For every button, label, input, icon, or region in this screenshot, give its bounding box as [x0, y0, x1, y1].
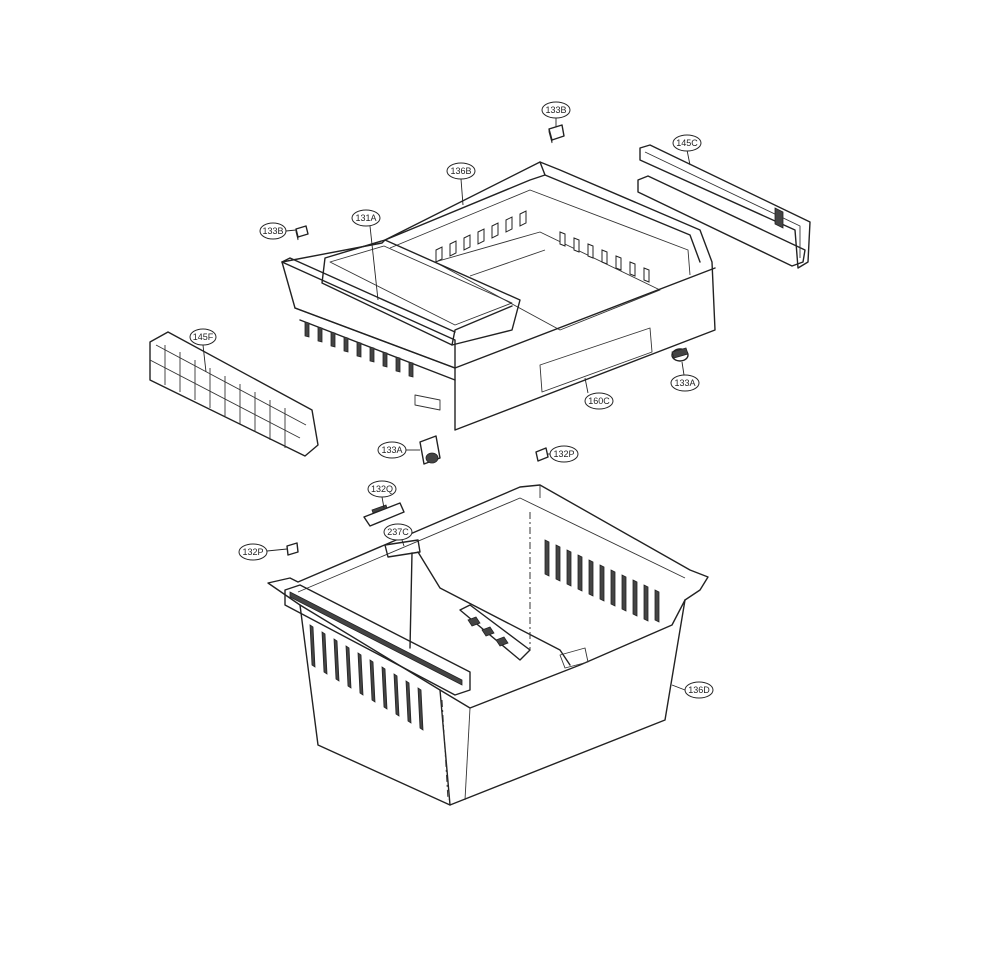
stopper-right [535, 447, 549, 462]
svg-text:133A: 133A [674, 378, 695, 388]
callout-133a-left: 133A [377, 441, 420, 459]
svg-text:136B: 136B [450, 166, 471, 176]
callout-237c: 237C [383, 523, 413, 547]
svg-text:131A: 131A [355, 213, 376, 223]
callout-131a: 131A [351, 209, 381, 301]
svg-text:132Q: 132Q [371, 484, 393, 494]
callout-133b-left: 133B [259, 222, 297, 240]
roller-left [419, 435, 441, 465]
small-bin [281, 239, 521, 369]
clip-top [548, 124, 565, 144]
divider [384, 539, 571, 666]
callout-132p-left: 132P [238, 543, 288, 561]
rail-left-ribs [164, 345, 286, 448]
svg-text:145F: 145F [193, 332, 214, 342]
svg-text:237C: 237C [387, 527, 409, 537]
callout-145f: 145F [189, 328, 217, 373]
guide [363, 502, 405, 527]
callout-133b-top: 133B [541, 101, 571, 127]
callout-136d: 136D [671, 681, 714, 699]
rail-left [149, 331, 319, 457]
callout-136b: 136B [446, 162, 476, 206]
lower-basket-front-slots [309, 624, 424, 731]
roller-right [671, 347, 689, 362]
svg-text:133A: 133A [381, 445, 402, 455]
svg-text:145C: 145C [676, 138, 698, 148]
assembly-center-lines [441, 512, 531, 801]
callout-145c: 145C [672, 134, 702, 166]
callout-133a-right: 133A [670, 361, 700, 392]
svg-text:136D: 136D [688, 685, 710, 695]
rail-right [637, 144, 811, 269]
svg-text:132P: 132P [553, 449, 574, 459]
callout-132p-right: 132P [548, 445, 579, 463]
svg-text:133B: 133B [545, 105, 566, 115]
svg-text:132P: 132P [242, 547, 263, 557]
clip-left [295, 225, 309, 241]
lower-basket [267, 484, 709, 806]
lower-basket-back-slots [544, 539, 660, 623]
svg-text:133B: 133B [262, 226, 283, 236]
upper-tray [281, 161, 716, 431]
svg-text:160C: 160C [588, 396, 610, 406]
upper-tray-back-slots [435, 210, 650, 283]
callout-132q: 132Q [367, 480, 397, 509]
callout-160c: 160C [584, 377, 614, 410]
upper-tray-front-slots [304, 321, 414, 378]
stopper-left [286, 542, 299, 556]
